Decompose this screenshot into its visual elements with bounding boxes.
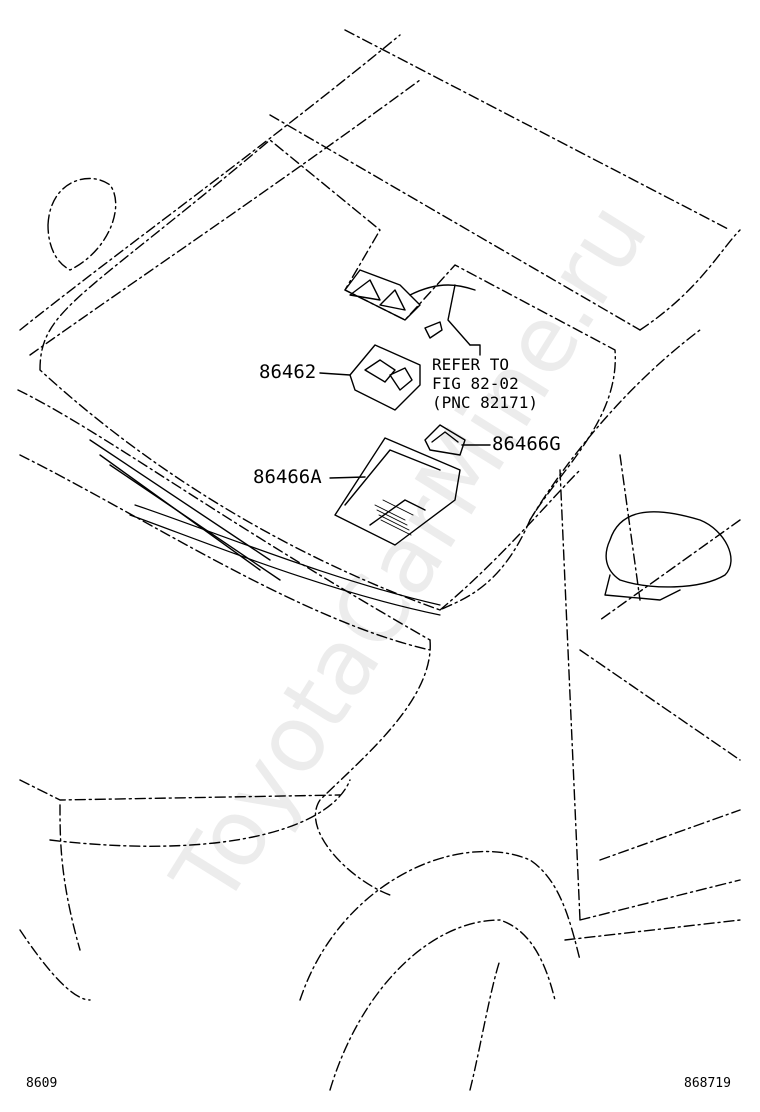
footer-left-code: 8609 [26,1076,58,1091]
callout-86466g: 86466G [492,433,561,455]
camera-grille [374,499,414,536]
callout-86462: 86462 [259,361,317,383]
solid-outlines [89,269,732,616]
leader-reference [469,344,481,356]
reference-line-1: REFER TO [432,355,510,374]
reference-note: REFER TO FIG 82-02 (PNC 82171) [432,355,538,412]
dash-dot-outlines [17,29,741,1091]
leader-86466a [329,476,366,479]
leader-86462 [319,372,351,376]
callout-86466a: 86466A [253,466,322,488]
reference-line-2: FIG 82-02 [432,374,519,393]
footer-right-code: 868719 [684,1076,731,1091]
reference-line-3: (PNC 82171) [432,393,538,412]
